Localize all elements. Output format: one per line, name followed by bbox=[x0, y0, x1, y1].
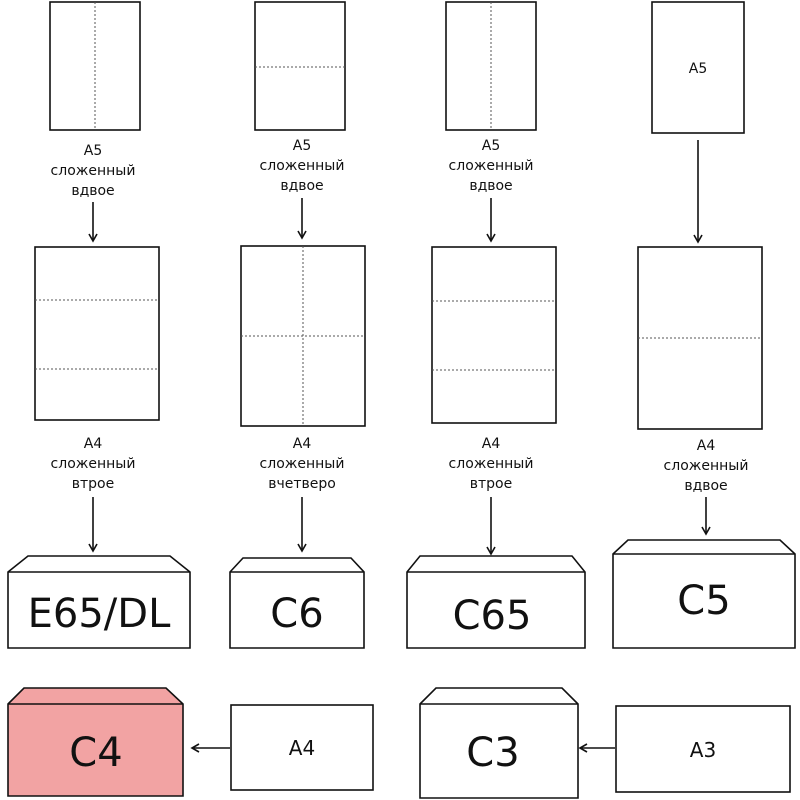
column-1: A5 сложенный вдвое A4 сложенный втрое E6… bbox=[7, 1, 191, 649]
bottom-left-group: C4 A4 bbox=[7, 687, 374, 797]
bottom-right-group: C3 A3 bbox=[419, 687, 791, 799]
a4-caption-line2: сложенный bbox=[449, 456, 534, 472]
a4-caption-line1: A4 bbox=[293, 436, 312, 452]
a4-sheet-3 bbox=[431, 246, 557, 424]
a4-caption-line3: втрое bbox=[72, 476, 114, 492]
column-4: A5 A4 сложенный вдвое C5 bbox=[612, 1, 796, 649]
a5-caption-line3: вдвое bbox=[469, 178, 512, 194]
a5-caption-line1: A5 bbox=[482, 138, 500, 154]
a4-caption-line2: сложенный bbox=[51, 456, 136, 472]
a5-sheet-2 bbox=[254, 1, 346, 131]
envelope-label: E65/DL bbox=[28, 591, 171, 637]
a4-caption-line3: вдвое bbox=[684, 478, 727, 494]
a4-sheet-1 bbox=[34, 246, 160, 421]
a4-sheet-landscape bbox=[230, 704, 374, 791]
a5-caption-line1: A5 bbox=[293, 138, 311, 154]
envelope-label: C3 bbox=[466, 730, 519, 776]
envelope-label: C5 bbox=[677, 578, 730, 624]
sheet-label: A3 bbox=[690, 738, 716, 762]
a4-caption-line2: сложенный bbox=[260, 456, 345, 472]
a5-caption-line3: вдвое bbox=[71, 183, 114, 199]
a5-caption-line2: сложенный bbox=[51, 163, 136, 179]
a5-sheet-4 bbox=[651, 1, 745, 134]
envelope-label: C4 bbox=[69, 730, 122, 776]
column-3: A5 сложенный вдвое A4 сложенный втрое C6… bbox=[406, 1, 586, 649]
a4-caption-line3: вчетверо bbox=[268, 476, 336, 492]
a5-sheet-label: A5 bbox=[689, 61, 707, 77]
a4-caption-line3: втрое bbox=[470, 476, 512, 492]
a5-caption-line3: вдвое bbox=[280, 178, 323, 194]
a4-caption-line1: A4 bbox=[697, 438, 716, 454]
a4-caption-line2: сложенный bbox=[664, 458, 749, 474]
a4-caption-line1: A4 bbox=[482, 436, 501, 452]
a4-caption-line1: A4 bbox=[84, 436, 103, 452]
a5-caption-line1: A5 bbox=[84, 143, 102, 159]
a3-sheet-landscape bbox=[615, 705, 791, 793]
envelope-label: C6 bbox=[270, 591, 323, 637]
sheet-label: A4 bbox=[289, 736, 315, 760]
a5-caption-line2: сложенный bbox=[449, 158, 534, 174]
column-2: A5 сложенный вдвое A4 сложенный вчетверо… bbox=[229, 1, 366, 649]
a5-caption-line2: сложенный bbox=[260, 158, 345, 174]
envelope-label: C65 bbox=[453, 593, 532, 639]
